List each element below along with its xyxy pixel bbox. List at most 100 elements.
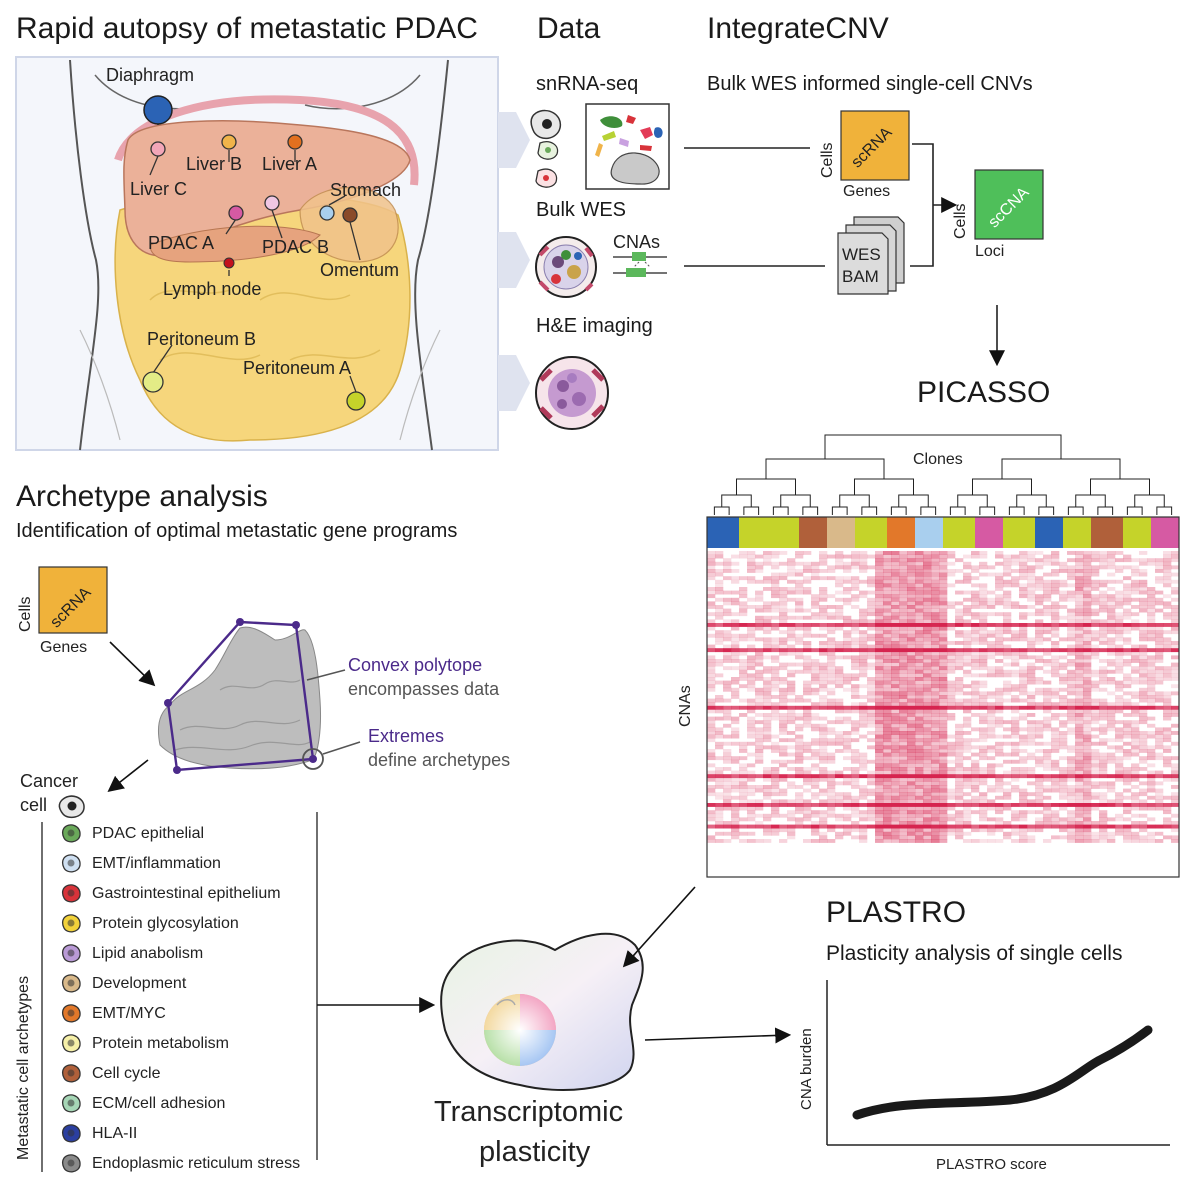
heatmap-cell: [1091, 655, 1100, 660]
heatmap-cell: [907, 774, 916, 779]
heatmap-cell: [1035, 810, 1044, 815]
heatmap-cell: [1123, 677, 1132, 681]
heatmap-cell: [755, 597, 764, 602]
heatmap-cell: [875, 655, 884, 660]
clone-bar-cell: [1063, 517, 1068, 548]
heatmap-cell: [1019, 673, 1028, 678]
heatmap-cell: [1043, 651, 1052, 656]
heatmap-cell: [803, 666, 812, 671]
heatmap-cell: [899, 579, 908, 584]
heatmap-cell: [971, 770, 980, 775]
heatmap-cell: [931, 644, 940, 649]
heatmap-cell: [859, 803, 868, 807]
integrate-connectors: [684, 143, 1005, 367]
heatmap-cell: [1131, 752, 1140, 757]
heatmap-cell: [747, 680, 756, 685]
heatmap-cell: [1163, 738, 1172, 743]
heatmap-cell: [843, 615, 852, 620]
heatmap-cell: [1115, 731, 1124, 735]
heatmap-cell: [1155, 731, 1164, 735]
heatmap-cell: [1107, 705, 1116, 710]
heatmap-cell: [859, 569, 868, 573]
heatmap-cell: [1067, 731, 1076, 735]
heatmap-cell: [979, 597, 988, 602]
heatmap-cell: [1107, 691, 1116, 696]
heatmap-cell: [1123, 817, 1132, 822]
heatmap-cell: [731, 590, 740, 595]
heatmap-cell: [1155, 752, 1164, 757]
heatmap-cell: [947, 749, 956, 753]
heatmap-cell: [875, 723, 884, 728]
heatmap-cell: [707, 774, 716, 779]
heatmap-cell: [707, 720, 716, 725]
heatmap-cell: [955, 608, 964, 613]
heatmap-cell: [883, 745, 892, 750]
heatmap-cell: [1099, 626, 1108, 631]
heatmap-cell: [971, 590, 980, 595]
heatmap-cell: [843, 813, 852, 818]
heatmap-cell: [947, 626, 956, 631]
heatmap-cell: [883, 673, 892, 678]
heatmap-cell: [923, 752, 932, 757]
heatmap-cell: [1139, 633, 1148, 638]
heatmap-cell: [1171, 648, 1180, 653]
heatmap-cell: [1067, 795, 1076, 800]
heatmap-cell: [931, 655, 940, 660]
heatmap-cell: [1139, 806, 1148, 811]
heatmap-cell: [931, 741, 940, 746]
heatmap-cell: [731, 579, 740, 584]
heatmap-cell: [875, 695, 884, 699]
heatmap-cell: [955, 558, 964, 563]
heatmap-cell: [1139, 738, 1148, 743]
heatmap-cell: [1051, 785, 1060, 789]
cell-icon: [61, 884, 81, 903]
heatmap-cell: [787, 687, 796, 692]
heatmap-cell: [779, 662, 788, 667]
heatmap-cell: [835, 795, 844, 800]
heatmap-cell: [795, 741, 804, 746]
heatmap-cell: [891, 831, 900, 836]
heatmap-cell: [731, 720, 740, 725]
heatmap-cell: [771, 648, 780, 653]
heatmap-cell: [963, 565, 972, 570]
heatmap-cell: [979, 619, 988, 624]
heatmap-cell: [1067, 565, 1076, 570]
heatmap-cell: [947, 641, 956, 645]
heatmap-cell: [771, 554, 780, 559]
heatmap-cell: [963, 576, 972, 581]
heatmap-cell: [755, 594, 764, 599]
heatmap-cell: [843, 648, 852, 653]
heatmap-cell: [1083, 716, 1092, 721]
heatmap-cell: [899, 662, 908, 667]
heatmap-cell: [963, 749, 972, 753]
heatmap-cell: [1123, 749, 1132, 753]
heatmap-cell: [1019, 655, 1028, 660]
heatmap-cell: [1139, 803, 1148, 807]
heatmap-cell: [907, 824, 916, 829]
heatmap-cell: [1043, 695, 1052, 699]
heatmap-cell: [1043, 594, 1052, 599]
heatmap-cell: [779, 615, 788, 620]
heatmap-cell: [731, 777, 740, 782]
heatmap-cell: [747, 752, 756, 757]
heatmap-cell: [979, 648, 988, 653]
heatmap-cell: [1035, 763, 1044, 768]
heatmap-cell: [763, 691, 772, 696]
heatmap-cell: [979, 752, 988, 757]
heatmap-cell: [1083, 774, 1092, 779]
heatmap-cell: [835, 669, 844, 674]
heatmap-cell: [1035, 781, 1044, 786]
heatmap-cell: [899, 572, 908, 577]
clone-bar-cell: [815, 517, 820, 548]
heatmap-cell: [1147, 824, 1156, 829]
heatmap-cell: [1099, 630, 1108, 635]
heatmap-cell: [1003, 662, 1012, 667]
heatmap-cell: [1083, 727, 1092, 732]
heatmap-cell: [939, 651, 948, 656]
heatmap-cell: [867, 565, 876, 570]
heatmap-cell: [787, 569, 796, 573]
heatmap-cell: [899, 749, 908, 753]
heatmap-cell: [915, 795, 924, 800]
heatmap-cell: [827, 792, 836, 797]
heatmap-cell: [1043, 691, 1052, 696]
